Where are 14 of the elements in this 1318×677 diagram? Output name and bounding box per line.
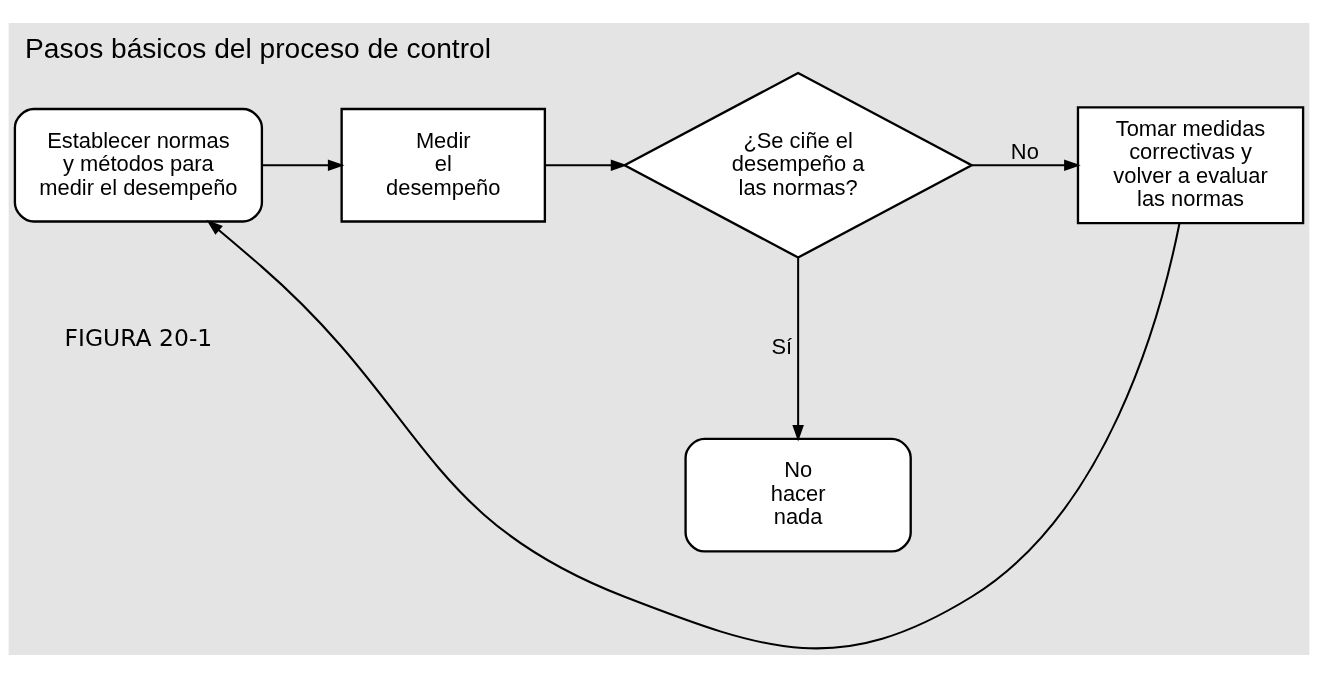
node-diamond: ¿Se ciñe el desempeño a las normas?: [622, 71, 975, 259]
edge-label: No: [1010, 138, 1039, 164]
arrow: [206, 219, 1181, 649]
node-box: No hacer nada: [684, 437, 912, 553]
arrow: [545, 158, 628, 171]
label: FIGURA 20-1: [64, 323, 213, 352]
node-box: Tomar medidas correctivas y volver a evaluar las normas: [1076, 105, 1305, 224]
arrow: [262, 158, 345, 171]
diagram-title: Pasos básicos del proceso de control: [25, 32, 491, 64]
edge-label: Sí: [771, 333, 793, 359]
arrow: [972, 158, 1081, 171]
arrow: [792, 257, 804, 441]
node-box: Establecer normas y métodos para medir el desempeño: [13, 107, 264, 223]
node-box: Medir el desempeño: [340, 107, 547, 223]
